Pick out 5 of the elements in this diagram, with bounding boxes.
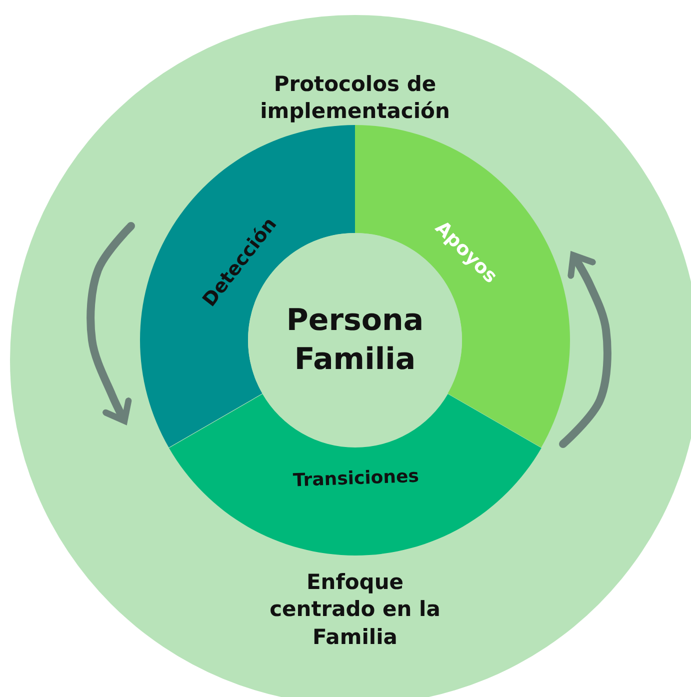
center-label: Persona Familia (285, 302, 425, 379)
segment-label: Transiciones (292, 464, 420, 493)
band-label: Enfoque centrado en la Familia (268, 569, 442, 651)
ring-segment (168, 394, 542, 555)
band-label: Protocolos de implementación (259, 70, 451, 125)
